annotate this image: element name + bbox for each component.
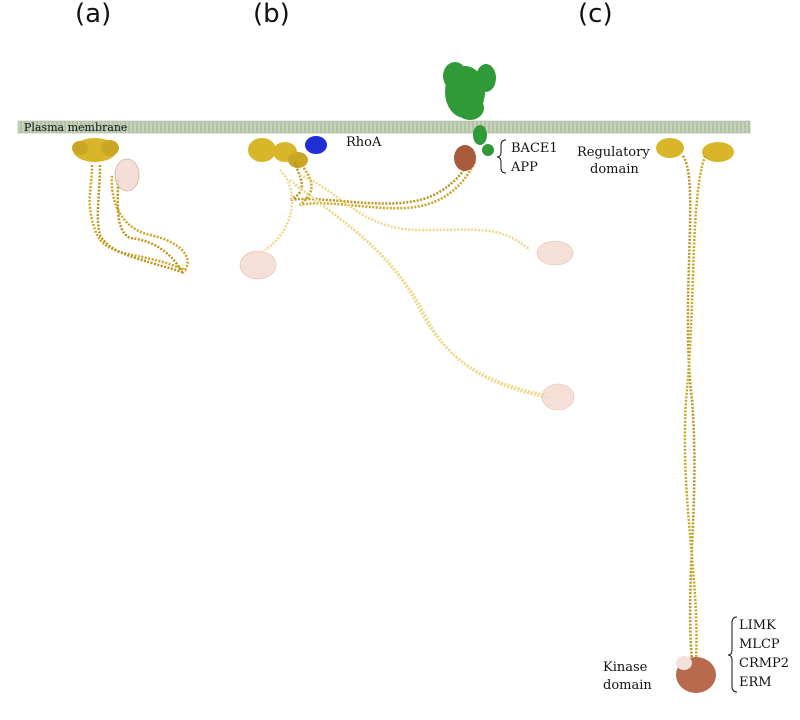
regulatory-label-1: Regulatory [577,145,650,160]
panel-label-a: (a) [75,0,111,29]
plasma-membrane [17,120,751,134]
erm-label: ERM [739,675,772,690]
bace1-label: BACE1 [511,141,558,156]
crmp2-label: CRMP2 [739,656,789,671]
bace1-app-brace [496,139,507,174]
kinase-label-2: domain [603,678,652,693]
panel-c-rock [656,138,734,693]
limk-label: LIMK [739,618,776,633]
app-bace1-structure [443,62,496,156]
regulatory-label-2: domain [590,162,639,177]
panel-a-rock [72,138,189,275]
panel-label-b: (b) [253,0,290,29]
app-label: APP [510,160,538,175]
rhoa-label: RhoA [346,135,382,150]
mlcp-label: MLCP [739,637,780,652]
panel-b-rock [239,136,575,411]
panel-label-c: (c) [578,0,613,29]
substrates-brace [727,616,738,693]
plasma-membrane-label: Plasma membrane [24,121,127,134]
rhoa-structure [305,136,327,154]
kinase-label-1: Kinase [603,660,648,675]
